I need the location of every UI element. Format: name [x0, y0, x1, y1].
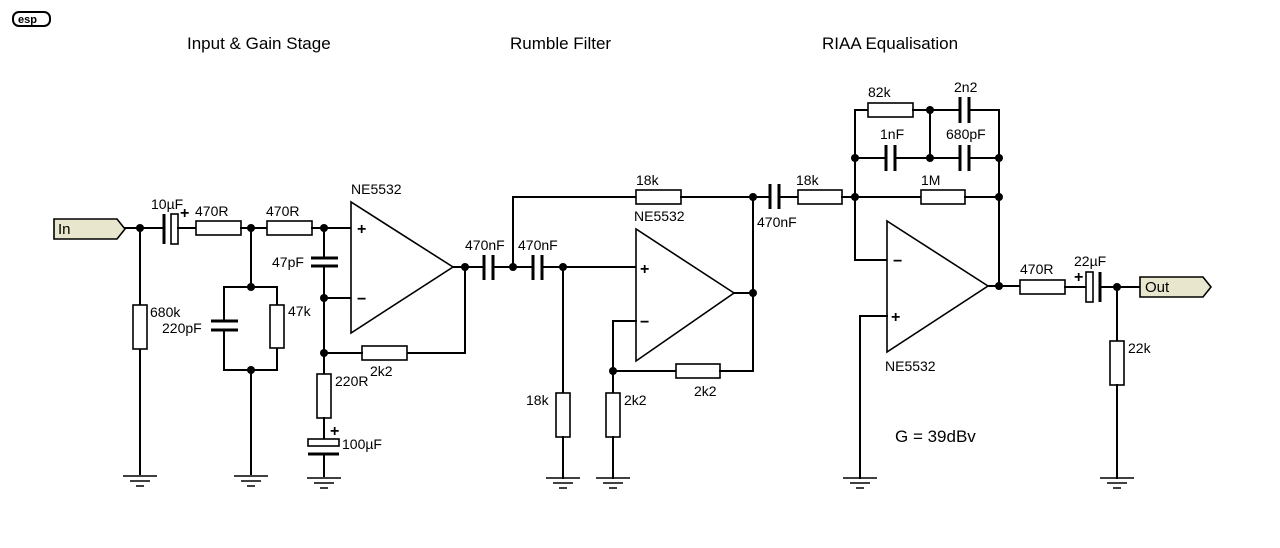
label-470r-1: 470R — [195, 203, 228, 219]
label-220r: 220R — [335, 373, 368, 389]
wire — [223, 286, 278, 309]
polarity-plus: + — [330, 423, 339, 440]
label-470r-out: 470R — [1020, 261, 1053, 277]
opamp-2-minus: − — [640, 314, 649, 331]
ground-icon — [234, 475, 268, 487]
label-2k2-fb1: 2k2 — [370, 363, 393, 379]
label-47k: 47k — [288, 303, 312, 319]
junction — [926, 154, 934, 162]
output-port-label: Out — [1145, 279, 1170, 296]
label-470nf-rf1: 470nF — [465, 237, 505, 253]
ground-icon — [546, 477, 580, 489]
label-680pf: 680pF — [946, 126, 986, 142]
label-1m: 1M — [921, 172, 940, 188]
resistor-470r-1 — [195, 220, 242, 236]
label-47pf: 47pF — [272, 254, 304, 270]
label-1nf: 1nF — [880, 126, 904, 142]
output-port-shape — [1139, 276, 1213, 298]
section-title-rumble-filter: Rumble Filter — [510, 34, 611, 53]
section-title-input-gain: Input & Gain Stage — [187, 34, 331, 53]
opamp-2-plus: + — [640, 261, 649, 278]
label-2k2-rf-gnd: 2k2 — [624, 392, 647, 408]
resistor-2k2-rf-gnd — [605, 392, 621, 438]
cap-plate-positive — [170, 213, 179, 245]
label-22k: 22k — [1128, 340, 1152, 356]
wire — [223, 330, 278, 371]
resistor-82k — [867, 102, 914, 118]
resistor-470r-2 — [266, 220, 313, 236]
label-100uf: 100µF — [342, 436, 382, 452]
label-18k-rf-gnd: 18k — [526, 392, 550, 408]
ground-icon — [843, 477, 877, 489]
wire — [612, 320, 637, 394]
ground-icon — [596, 477, 630, 489]
junction — [995, 154, 1003, 162]
capacitor-10uf — [162, 213, 179, 245]
wire — [406, 266, 466, 354]
label-82k: 82k — [868, 84, 892, 100]
label-470r-2: 470R — [266, 203, 299, 219]
opamp-1 — [350, 200, 455, 335]
resistor-1m — [920, 189, 966, 205]
opamp-3-plus: + — [891, 309, 900, 326]
label-opamp-1: NE5532 — [351, 181, 402, 197]
wire — [719, 196, 754, 372]
resistor-18k-riaa — [797, 189, 843, 205]
wire — [969, 109, 1000, 287]
label-220pf: 220pF — [162, 320, 202, 336]
resistor-2k2-rf-fb — [675, 363, 721, 379]
junction — [136, 224, 144, 232]
esp-logo: esp — [12, 11, 51, 27]
label-opamp-3: NE5532 — [885, 358, 936, 374]
ground-icon — [307, 477, 341, 489]
polarity-plus: + — [1074, 269, 1083, 286]
wire — [859, 315, 888, 479]
label-470nf-riaa: 470nF — [757, 214, 797, 230]
gain-annotation: G = 39dBv — [895, 427, 976, 446]
logo-text: esp — [18, 14, 37, 26]
label-2k2-rf-fb: 2k2 — [694, 383, 717, 399]
input-port: In — [53, 218, 127, 240]
resistor-18k-rf-gnd — [555, 392, 571, 438]
label-10uf: 10µF — [151, 196, 183, 212]
resistor-22k — [1109, 340, 1125, 386]
opamp-3 — [886, 219, 990, 354]
resistor-2k2-fb1 — [361, 345, 408, 361]
opamp-2 — [635, 227, 736, 363]
logo-frame — [12, 11, 51, 27]
resistor-220r — [316, 373, 332, 419]
opamp-1-minus: − — [357, 291, 366, 308]
resistor-470r-out — [1019, 279, 1066, 295]
junction — [749, 289, 757, 297]
label-18k-riaa: 18k — [796, 172, 820, 188]
label-opamp-2: NE5532 — [634, 208, 685, 224]
output-port: Out — [1139, 276, 1213, 298]
ground-icon — [123, 475, 157, 487]
capacitor-100uf-positive — [307, 438, 340, 447]
ground-symbols — [123, 475, 1134, 489]
section-title-riaa: RIAA Equalisation — [822, 34, 958, 53]
junction — [851, 154, 859, 162]
resistor-680k — [132, 304, 148, 350]
label-680k: 680k — [150, 304, 181, 320]
ground-icon — [1100, 477, 1134, 489]
label-470nf-rf2: 470nF — [518, 237, 558, 253]
junction — [995, 282, 1003, 290]
label-2n2: 2n2 — [954, 79, 978, 95]
resistor-47k — [269, 304, 285, 349]
input-port-shape — [53, 218, 127, 240]
resistor-18k-rf-top — [635, 189, 682, 205]
wire — [512, 196, 637, 268]
polarity-plus: + — [180, 205, 189, 222]
capacitor-22uf-positive — [1085, 271, 1094, 303]
label-22uf: 22µF — [1074, 253, 1106, 269]
junction — [995, 193, 1003, 201]
input-port-label: In — [58, 221, 71, 238]
junction — [749, 193, 757, 201]
opamp-1-plus: + — [357, 221, 366, 238]
opamp-3-minus: − — [893, 253, 902, 270]
label-18k-rf-top: 18k — [636, 172, 660, 188]
